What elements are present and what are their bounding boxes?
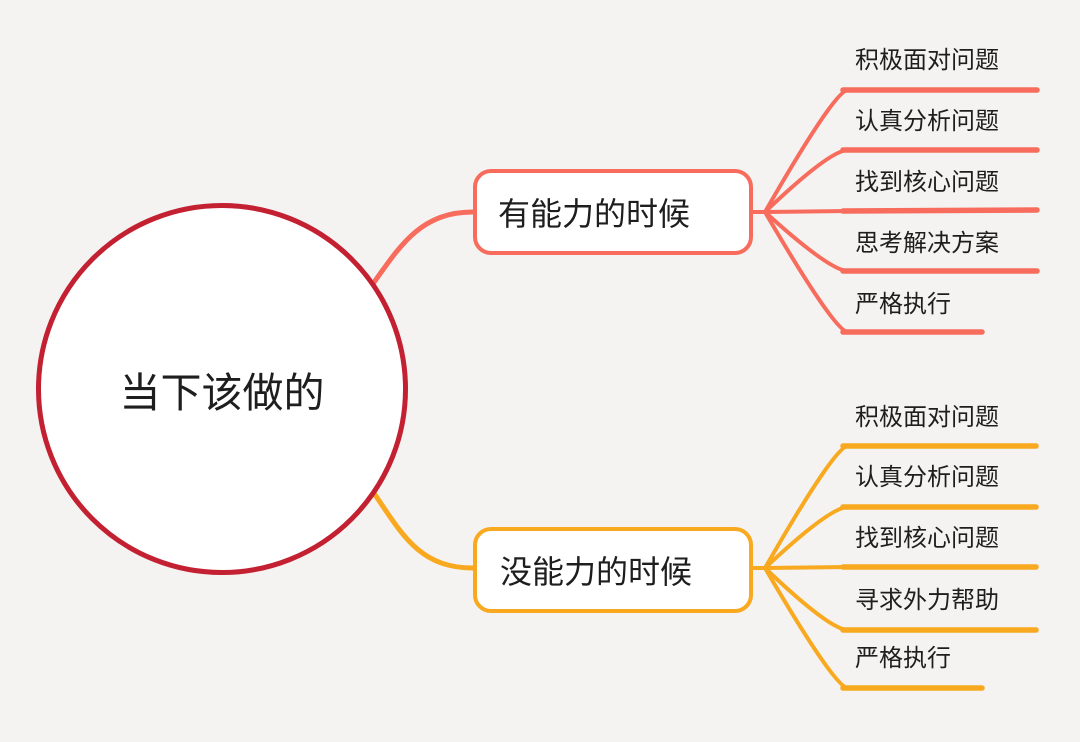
branch-curve bbox=[749, 505, 850, 570]
leaf-node[interactable]: 认真分析问题 bbox=[855, 464, 999, 491]
branch-node-capable[interactable]: 有能力的时候 bbox=[473, 169, 753, 255]
branch-curve bbox=[749, 148, 850, 214]
leaf-node[interactable]: 找到核心问题 bbox=[855, 169, 999, 196]
leaf-node[interactable]: 寻求外力帮助 bbox=[855, 587, 999, 614]
leaf-node[interactable]: 积极面对问题 bbox=[855, 404, 999, 431]
leaf-node[interactable]: 思考解决方案 bbox=[855, 230, 999, 257]
branch-curve bbox=[749, 566, 850, 690]
branch-curve bbox=[749, 444, 850, 570]
leaf-node[interactable]: 严格执行 bbox=[855, 291, 951, 318]
leaf-node[interactable]: 认真分析问题 bbox=[855, 108, 999, 135]
leaf-node[interactable]: 严格执行 bbox=[855, 645, 951, 672]
leaf-node[interactable]: 找到核心问题 bbox=[855, 525, 999, 552]
leaf-node[interactable]: 积极面对问题 bbox=[855, 47, 999, 74]
branch-node-incapable[interactable]: 没能力的时候 bbox=[473, 527, 753, 613]
branch-curve bbox=[749, 88, 850, 214]
leaf-underline bbox=[840, 207, 1040, 214]
branch-capable-label: 有能力的时候 bbox=[498, 196, 691, 232]
branch-incapable-label: 没能力的时候 bbox=[500, 554, 693, 590]
central-topic-label: 当下该做的 bbox=[119, 370, 325, 416]
branch-curve bbox=[749, 210, 850, 273]
central-topic[interactable]: 当下该做的 bbox=[36, 203, 408, 575]
branch-curve bbox=[749, 210, 850, 334]
branch-curve bbox=[749, 566, 850, 632]
